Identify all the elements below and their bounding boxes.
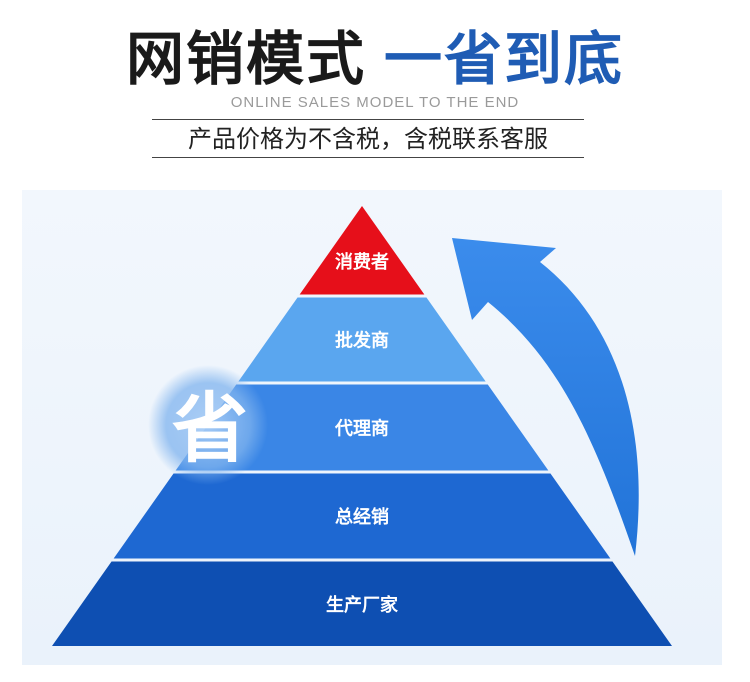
pyramid-level-2 — [238, 297, 486, 382]
pyramid-level-label-2: 批发商 — [335, 330, 389, 352]
badge-circle — [148, 365, 268, 485]
pyramid-level-label-1: 消费者 — [335, 251, 389, 273]
badge-label: 省 — [172, 384, 248, 473]
tagline: 产品价格为不含税，含税联系客服 — [188, 125, 548, 153]
page-title: 网销模式一省到底 — [0, 24, 750, 94]
pyramid-levels — [52, 206, 672, 646]
subtitle: ONLINE SALES MODEL TO THE END — [230, 94, 520, 111]
pyramid-level-4 — [113, 473, 611, 559]
divider-top — [152, 119, 584, 120]
pyramid-level-label-5: 生产厂家 — [326, 594, 399, 616]
title-accent: 一省到底 — [384, 25, 625, 93]
title-main: 网销模式 — [125, 25, 366, 93]
pyramid-level-label-3: 代理商 — [334, 418, 389, 440]
header: 网销模式一省到底 ONLINE SALES MODEL TO THE END 产… — [0, 0, 750, 170]
pyramid-level-label-4: 总经销 — [335, 506, 389, 528]
upward-arrow-icon — [452, 238, 639, 556]
pyramid-level-3 — [175, 384, 549, 471]
arrow-body — [452, 238, 639, 556]
pyramid-level-1 — [299, 206, 425, 295]
divider-bottom — [152, 157, 584, 158]
pyramid-level-5 — [52, 561, 672, 646]
savings-badge: 省 — [148, 365, 268, 485]
